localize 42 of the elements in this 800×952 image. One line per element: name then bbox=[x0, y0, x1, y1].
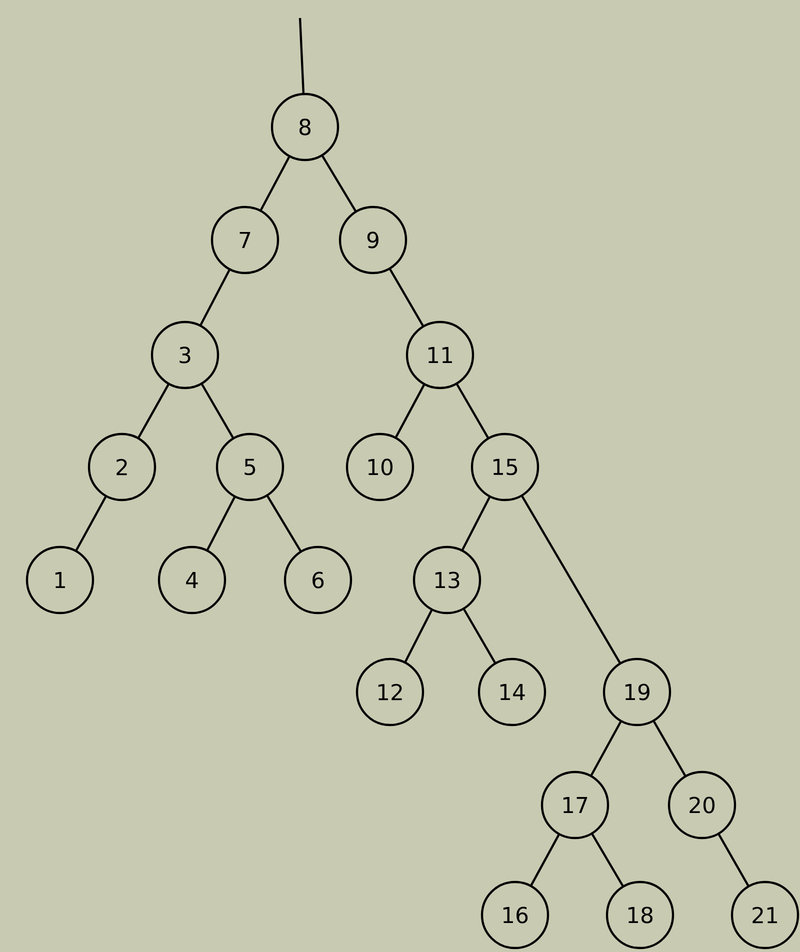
tree-node: 14 bbox=[478, 658, 546, 726]
tree-edge bbox=[718, 834, 750, 886]
tree-node: 8 bbox=[270, 92, 340, 162]
tree-edge bbox=[389, 268, 424, 326]
tree-node: 5 bbox=[216, 432, 284, 502]
tree-edge bbox=[404, 610, 433, 662]
tree-node: 19 bbox=[602, 658, 672, 726]
tree-edge bbox=[201, 384, 234, 438]
tree-node: 17 bbox=[540, 770, 610, 840]
tree-node: 11 bbox=[406, 320, 474, 390]
tree-edge bbox=[266, 496, 302, 552]
tree-node: 1 bbox=[26, 546, 94, 614]
tree-node: 7 bbox=[210, 206, 280, 274]
tree-node: 3 bbox=[150, 320, 220, 390]
tree-node: 2 bbox=[88, 432, 156, 502]
tree-edge bbox=[200, 270, 230, 326]
tree-edge bbox=[653, 721, 686, 776]
tree-edge bbox=[591, 834, 624, 886]
tree-edge bbox=[298, 18, 305, 93]
tree-edge bbox=[463, 608, 496, 664]
tree-edge bbox=[395, 384, 425, 438]
tree-edge bbox=[462, 496, 490, 550]
tree-edge bbox=[590, 721, 622, 776]
tree-node: 20 bbox=[668, 770, 736, 840]
tree-node: 6 bbox=[284, 546, 352, 614]
tree-edge bbox=[322, 156, 356, 212]
tree-edge bbox=[521, 496, 621, 664]
tree-node: 18 bbox=[606, 880, 674, 950]
tree-node: 15 bbox=[470, 432, 540, 502]
tree-node: 16 bbox=[480, 880, 550, 950]
tree-node: 4 bbox=[158, 546, 226, 614]
tree-edge bbox=[260, 156, 290, 210]
tree-edge bbox=[75, 496, 107, 551]
tree-edge bbox=[456, 384, 489, 438]
tree-node: 10 bbox=[346, 432, 414, 502]
tree-node: 21 bbox=[730, 880, 800, 950]
tree-node: 12 bbox=[356, 658, 424, 726]
tree-edge bbox=[530, 834, 560, 886]
tree-node: 13 bbox=[412, 546, 482, 614]
tree-edge bbox=[138, 384, 170, 438]
tree-edge bbox=[206, 496, 236, 550]
tree-node: 9 bbox=[338, 206, 408, 274]
